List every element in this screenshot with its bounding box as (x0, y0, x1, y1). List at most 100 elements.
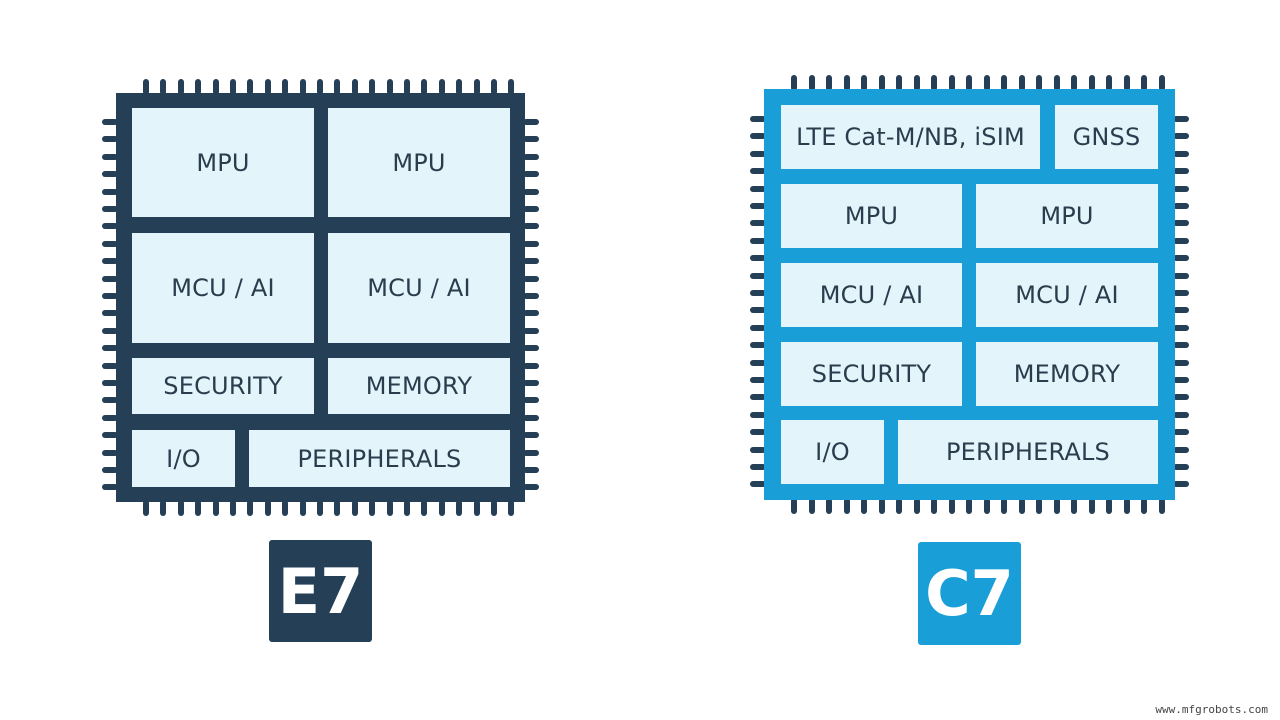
e7-pin-left (102, 414, 118, 421)
e7-pin-top (473, 79, 480, 95)
c7-pin-bottom (1036, 498, 1042, 514)
e7-mcu-ai-block-2: MCU / AI (328, 233, 510, 343)
c7-pin-left (750, 150, 766, 157)
c7-pin-top (948, 75, 955, 91)
e7-pin-bottom (438, 500, 445, 516)
c7-peripherals-block: PERIPHERALS (898, 420, 1158, 484)
c7-pin-left (750, 168, 766, 175)
e7-pin-top (351, 79, 358, 95)
c7-pin-left (750, 203, 766, 209)
e7-pin-top (421, 79, 428, 95)
c7-pin-bottom (1071, 498, 1077, 514)
c7-pin-top (1071, 75, 1077, 91)
e7-pin-top (299, 79, 306, 95)
c7-lte-iSIM-block: LTE Cat-M/NB, iSIM (781, 105, 1040, 169)
e7-pin-top (177, 79, 184, 95)
c7-pin-right (1173, 255, 1189, 262)
e7-pin-bottom (473, 500, 480, 516)
c7-pin-bottom (896, 498, 902, 514)
c7-pin-right (1173, 150, 1189, 157)
c7-pin-bottom (1158, 498, 1165, 514)
e7-pin-bottom (386, 500, 393, 516)
c7-pin-left (750, 133, 766, 140)
c7-pin-right (1173, 464, 1189, 470)
e7-pin-top (160, 79, 167, 95)
c7-pin-right (1173, 203, 1189, 209)
c7-pin-bottom (983, 498, 990, 514)
c7-pin-left (750, 342, 766, 349)
e7-pin-bottom (456, 500, 463, 516)
c7-pin-right (1173, 290, 1189, 296)
e7-mpu-block-1: MPU (132, 108, 314, 217)
e7-pin-right (523, 119, 539, 125)
c7-pin-bottom (861, 498, 867, 514)
c7-pin-right (1173, 411, 1189, 418)
watermark-text: www.mfgrobots.com (1155, 703, 1268, 716)
e7-security-block: SECURITY (132, 358, 314, 414)
c7-pin-bottom (913, 498, 920, 514)
e7-pin-right (523, 136, 539, 143)
e7-pin-right (523, 449, 539, 456)
e7-pin-bottom (299, 500, 306, 516)
c7-gnss-block: GNSS (1055, 105, 1158, 169)
e7-pin-left (102, 275, 118, 282)
e7-pin-right (523, 380, 539, 386)
c7-pin-left (750, 307, 766, 314)
c7-pin-left (750, 377, 766, 383)
e7-pin-top (264, 79, 271, 95)
e7-pin-left (102, 362, 118, 369)
c7-pin-top (913, 75, 920, 91)
c7-pin-top (1001, 75, 1007, 91)
c7-pin-left (750, 411, 766, 418)
e7-pin-left (102, 345, 118, 352)
c7-pin-top (1036, 75, 1042, 91)
e7-pin-bottom (160, 500, 167, 516)
e7-pin-bottom (143, 500, 149, 516)
c7-pin-right (1173, 185, 1189, 192)
c7-pin-bottom (843, 498, 850, 514)
c7-pin-bottom (1141, 498, 1147, 514)
e7-memory-block: MEMORY (328, 358, 510, 414)
c7-pin-top (1123, 75, 1130, 91)
e7-pin-left (102, 240, 118, 247)
c7-pin-left (750, 324, 766, 331)
e7-pin-bottom (230, 500, 236, 516)
e7-pin-bottom (351, 500, 358, 516)
c7-pin-bottom (1123, 498, 1130, 514)
c7-pin-top (878, 75, 885, 91)
c7-pin-bottom (1106, 498, 1112, 514)
e7-pin-left (102, 153, 118, 160)
e7-pin-left (102, 136, 118, 143)
c7-pin-top (1053, 75, 1060, 91)
e7-pin-left (102, 119, 118, 125)
c7-pin-right (1173, 481, 1189, 488)
e7-pin-right (523, 362, 539, 369)
e7-pin-right (523, 397, 539, 404)
e7-pin-top (369, 79, 376, 95)
e7-pin-top (212, 79, 219, 95)
c7-pin-left (750, 220, 766, 227)
c7-pin-bottom (1053, 498, 1060, 514)
c7-pin-bottom (948, 498, 955, 514)
e7-pin-left (102, 467, 118, 473)
c7-pin-right (1173, 377, 1189, 383)
e7-pin-top (317, 79, 323, 95)
e7-pin-right (523, 484, 539, 491)
e7-pin-right (523, 414, 539, 421)
c7-pin-right (1173, 429, 1189, 436)
e7-pin-left (102, 380, 118, 386)
e7-pin-right (523, 240, 539, 247)
e7-pin-top (508, 79, 515, 95)
e7-pin-bottom (421, 500, 428, 516)
e7-pin-top (334, 79, 341, 95)
c7-mcu-ai-block-2: MCU / AI (976, 263, 1158, 327)
e7-pin-top (230, 79, 236, 95)
e7-pin-bottom (369, 500, 376, 516)
e7-pin-bottom (195, 500, 202, 516)
e7-peripherals-block: PERIPHERALS (249, 430, 510, 487)
c7-pin-top (791, 75, 797, 91)
e7-pin-bottom (264, 500, 271, 516)
e7-pin-right (523, 275, 539, 282)
c7-io-block: I/O (781, 420, 884, 484)
e7-pin-top (386, 79, 393, 95)
